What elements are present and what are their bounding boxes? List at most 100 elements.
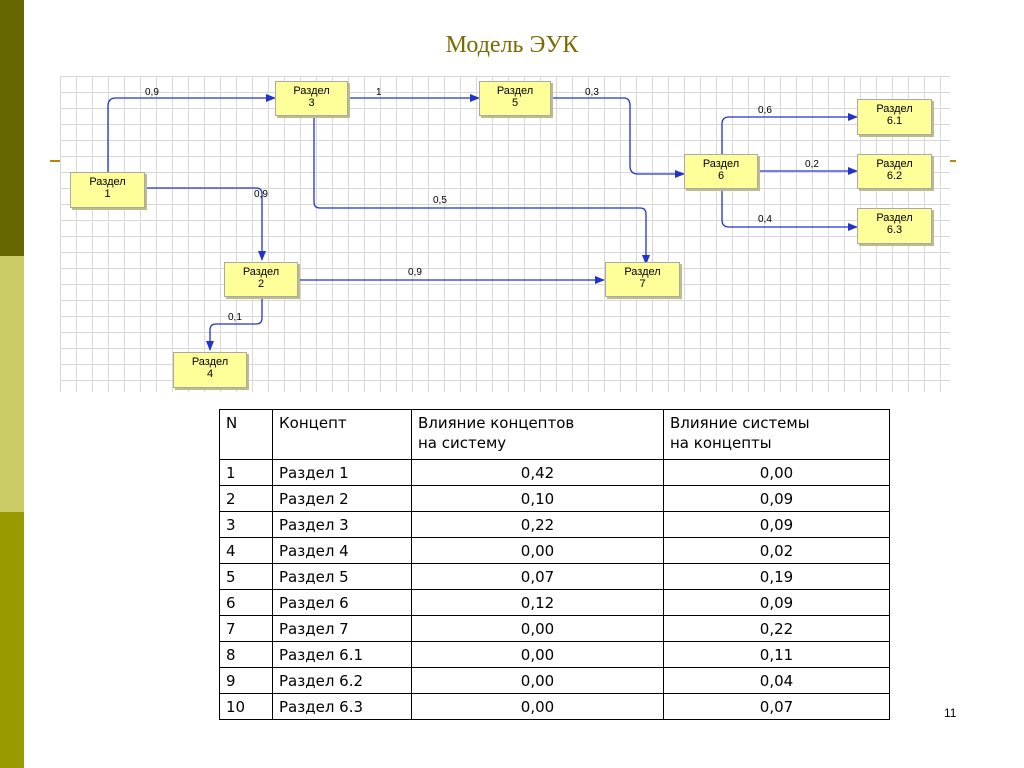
page-number: 11 [944,706,957,720]
node-r6-label: Раздел [702,158,740,170]
edge-label-r1-r3: 0,9 [145,87,159,98]
node-r4: Раздел 4 [173,352,247,388]
node-r3: Раздел 3 [275,81,348,116]
node-r5-label: Раздел [496,85,534,97]
node-r63-label: Раздел [876,212,913,224]
cell-concept-influence: 0,07 [411,563,664,590]
node-r7: Раздел 7 [605,262,680,297]
node-r4-number: 4 [206,368,214,380]
sidebar-stripe-top [0,0,24,256]
edge-r5-r6 [552,97,685,178]
edge-r6-r63 [721,190,858,231]
cell-concept: Раздел 3 [272,511,412,538]
cell-concept-influence: 0,00 [411,615,664,642]
node-r3-number: 3 [308,97,315,109]
table-row: 8 Раздел 6.1 0,00 0,11 [219,641,890,668]
slide-title: Модель ЭУК [445,32,579,58]
edge-r1-r3 [107,94,276,172]
header-concept-influence: Влияние концептов на систему [411,409,664,460]
edge-r1-r2 [146,187,266,261]
table-row: 2 Раздел 2 0,10 0,09 [219,485,890,512]
node-r61-label: Раздел [876,103,913,115]
node-r1: Раздел 1 [70,172,145,208]
node-r1-number: 1 [104,188,111,200]
cell-concept-influence: 0,00 [411,641,664,668]
cell-system-influence: 0,09 [663,511,890,538]
edge-label-r6-r61: 0,6 [758,105,772,116]
sidebar-stripe-bottom [0,512,24,768]
node-r7-label: Раздел [624,266,661,278]
table-header-row: N Концепт Влияние концептов на систему В… [219,409,890,460]
cell-system-influence: 0,00 [663,459,890,486]
table-row: 6 Раздел 6 0,12 0,09 [219,589,890,616]
node-r4-label: Раздел [191,356,229,368]
cell-system-influence: 0,02 [663,537,890,564]
cell-system-influence: 0,11 [663,641,890,668]
node-r63: Раздел 6.3 [857,208,932,244]
node-r6: Раздел 6 [684,154,758,189]
table-row: 5 Раздел 5 0,07 0,19 [219,563,890,590]
sidebar-stripe-middle [0,256,24,512]
table-row: 7 Раздел 7 0,00 0,22 [219,615,890,642]
header-system-influence: Влияние системы на концепты [663,409,890,460]
table-row: 10 Раздел 6.3 0,00 0,07 [219,693,890,720]
header-n: N [219,409,273,460]
node-r62: Раздел 6.2 [857,154,932,189]
cell-concept: Раздел 1 [272,459,412,486]
cell-concept-influence: 0,00 [411,667,664,694]
cell-concept: Раздел 6.2 [272,667,412,694]
table-row: 3 Раздел 3 0,22 0,09 [219,511,890,538]
node-r61-number: 6.1 [886,115,903,127]
node-r62-label: Раздел [876,158,913,170]
header-concept: Концепт [272,409,412,460]
cell-n: 1 [219,459,273,486]
edge-label-r5-r6: 0,3 [585,87,599,98]
title-rule-right [946,160,956,162]
cell-system-influence: 0,07 [663,693,890,720]
node-r6-number: 6 [717,170,725,182]
cell-system-influence: 0,09 [663,485,890,512]
table-row: 4 Раздел 4 0,00 0,02 [219,537,890,564]
edge-label-r3-r7: 0,5 [433,195,447,206]
cell-concept: Раздел 4 [272,537,412,564]
node-r63-number: 6.3 [886,224,903,236]
edge-label-r2-r4: 0,1 [228,312,242,323]
cell-system-influence: 0,04 [663,667,890,694]
node-r7-number: 7 [639,278,646,290]
cell-concept-influence: 0,12 [411,589,664,616]
cell-n: 3 [219,511,273,538]
cell-concept-influence: 0,42 [411,459,664,486]
cell-n: 2 [219,485,273,512]
concept-influence-table: N Концепт Влияние концептов на систему В… [219,409,890,720]
edge-label-r6-r63: 0,4 [758,214,772,225]
node-r2-label: Раздел [242,266,280,278]
node-r1-label: Раздел [89,176,126,188]
cell-n: 9 [219,667,273,694]
table-row: 9 Раздел 6.2 0,00 0,04 [219,667,890,694]
cell-system-influence: 0,19 [663,563,890,590]
cell-concept: Раздел 6.1 [272,641,412,668]
node-r5: Раздел 5 [479,81,551,116]
cell-concept: Раздел 7 [272,615,412,642]
node-r3-label: Раздел [293,85,330,97]
edge-r2-r4 [206,296,263,351]
cell-n: 8 [219,641,273,668]
concept-graph: Раздел 1 Раздел 3 Раздел 5 Раздел 6 Разд… [60,76,950,392]
node-r2-number: 2 [257,278,265,290]
cell-system-influence: 0,09 [663,589,890,616]
edge-r3-r7 [313,116,650,265]
cell-system-influence: 0,22 [663,615,890,642]
node-r2: Раздел 2 [224,262,298,297]
edge-label-r1-r2: 0,9 [254,189,268,200]
cell-concept-influence: 0,00 [411,537,664,564]
title-rule-left [50,160,60,162]
cell-n: 4 [219,537,273,564]
cell-concept: Раздел 6.3 [272,693,412,720]
graph-edges [107,94,858,351]
node-r5-number: 5 [511,97,519,109]
diagram-grid [60,76,950,392]
edge-label-r6-r62: 0,2 [805,159,819,170]
cell-n: 7 [219,615,273,642]
cell-concept-influence: 0,10 [411,485,664,512]
edge-r6-r61 [721,113,858,156]
